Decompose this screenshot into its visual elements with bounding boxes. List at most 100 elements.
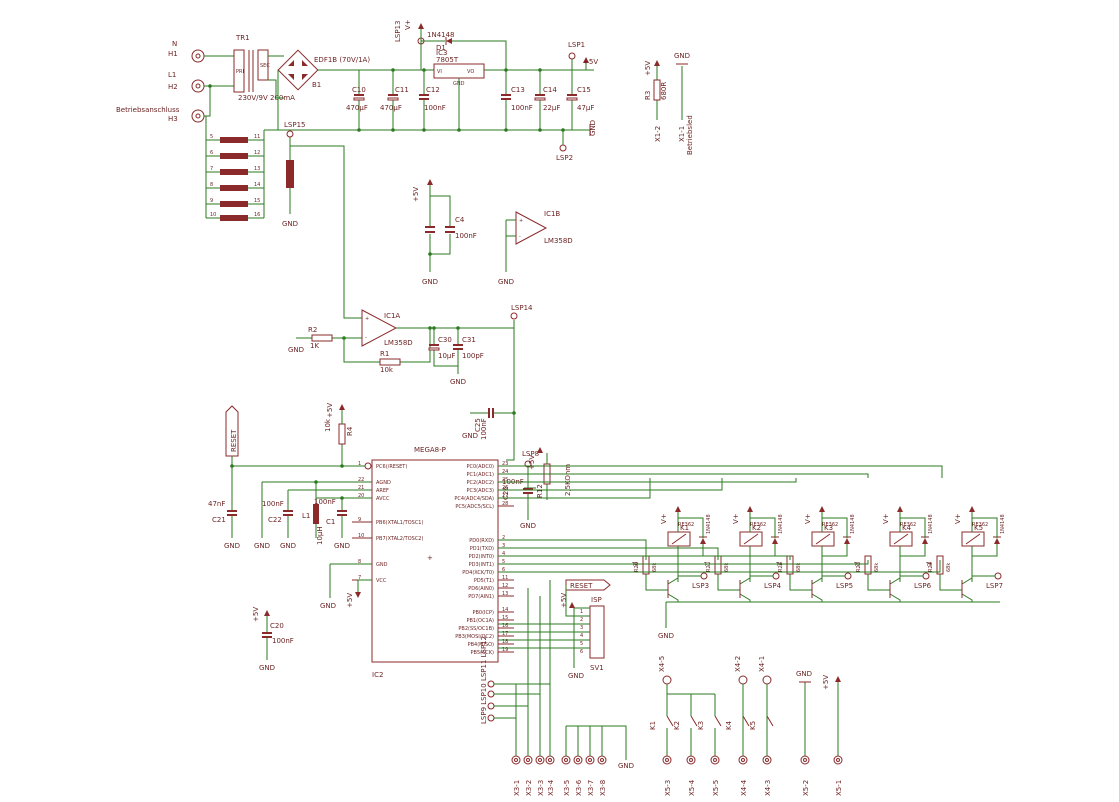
svg-text:LM358D: LM358D	[544, 237, 573, 245]
relay-label: K4	[902, 524, 912, 532]
mcu-pin-name: PC6(/RESET)	[376, 464, 407, 470]
label-betriebsanschluss: Betriebsanschluss	[116, 106, 180, 114]
relay-contact	[766, 715, 774, 727]
mcu-pin-name: PC4(ADC4/SDA)	[454, 496, 494, 502]
svg-text:R23: R23	[778, 562, 784, 572]
testpoint-lsp5[interactable]	[844, 572, 852, 580]
svg-text:4: 4	[580, 633, 583, 639]
svg-text:5: 5	[210, 134, 213, 140]
label-d1: D1	[436, 44, 446, 52]
svg-text:GND: GND	[259, 664, 275, 672]
svg-text:+5V: +5V	[326, 403, 334, 418]
svg-text:GND: GND	[282, 220, 298, 228]
mcu-pin-num: 21	[358, 485, 364, 491]
relay-label: K1	[680, 524, 689, 532]
diode-type: 1N4148	[706, 514, 712, 534]
mcu-pin-num: 9	[358, 517, 361, 523]
relay-contact	[666, 715, 674, 727]
mcu-pin-num: 1	[358, 461, 361, 467]
testpoint-lsp6[interactable]	[922, 572, 930, 580]
isp-connector[interactable]	[589, 605, 605, 659]
svg-text:68k: 68k	[724, 563, 730, 572]
svg-text:GND: GND	[288, 346, 304, 354]
base-resistor	[864, 555, 872, 575]
svg-text:LSP1: LSP1	[568, 41, 585, 49]
mcu-pin-num: 18	[502, 639, 508, 645]
svg-text:C26: C26	[502, 486, 510, 500]
label-ic3: IC3	[436, 49, 447, 57]
diode-type: 1N4148	[928, 514, 934, 534]
mcu-pin-name: PC0(ADC0)	[466, 464, 494, 470]
testpoint-lsp14[interactable]	[510, 312, 518, 320]
svg-text:15: 15	[254, 198, 260, 204]
svg-text:68k: 68k	[874, 563, 880, 572]
svg-text:100nF: 100nF	[314, 498, 336, 506]
svg-text:10k: 10k	[380, 366, 394, 374]
mcu-pin-num: 23	[502, 461, 508, 467]
mcu-pin-name: PB3(MOSI/OC2)	[455, 634, 494, 640]
svg-text:100nF: 100nF	[511, 104, 533, 112]
terminal-label: X5-4	[688, 779, 696, 796]
mcu-pin-name: VCC	[376, 578, 387, 584]
mcu-pin-name: AVCC	[376, 496, 390, 502]
power-led-resistor: +5V R3 680R X1-2 GND X1-1 Betriebsled	[644, 52, 694, 155]
mcu-pin-name: AGND	[376, 480, 391, 486]
svg-text:GND: GND	[422, 278, 438, 286]
mcu-pin-num: 4	[502, 551, 505, 557]
svg-text:X4-1: X4-1	[758, 656, 766, 672]
svg-text:-: -	[519, 234, 521, 240]
svg-text:X1-1: X1-1	[678, 126, 686, 142]
mcu-pin-num: 25	[502, 477, 508, 483]
svg-text:LSP8: LSP8	[522, 450, 539, 458]
svg-text:LSP9 LSP10 LSP11 LSP12: LSP9 LSP10 LSP11 LSP12	[480, 636, 488, 724]
mcu-pin-num: 10	[358, 533, 364, 539]
label-tr1-rating: 230V/9V 200mA	[238, 94, 295, 102]
testpoint-lsp2[interactable]	[559, 144, 567, 152]
terminal-label: X3-2	[525, 780, 533, 796]
mcu-pin-name: PC2(ADC2)	[466, 480, 494, 486]
terminal-label: X3-5	[563, 780, 571, 796]
testpoint-lsp1[interactable]	[568, 52, 576, 60]
svg-text:GND: GND	[254, 542, 270, 550]
mcu-pin-name: GND	[376, 562, 388, 568]
mcu-pin-name: PB5(SCK)	[471, 650, 495, 656]
svg-text:V+: V+	[954, 513, 962, 524]
testpoint-lsp15[interactable]	[286, 130, 294, 138]
svg-text:16: 16	[254, 212, 260, 218]
mcu-pin-num: 8	[358, 559, 361, 565]
testpoint-lsp3[interactable]	[700, 572, 708, 580]
svg-text:10µH: 10µH	[316, 526, 324, 545]
mcu-pin-num: 11	[502, 575, 508, 581]
label-lsp13: LSP13	[394, 21, 402, 42]
svg-text:X1-2: X1-2	[654, 126, 662, 142]
svg-text:100nF: 100nF	[262, 500, 284, 508]
testpoint-lsp7[interactable]	[994, 572, 1002, 580]
svg-text:GND: GND	[618, 762, 634, 770]
mcu-pin-name: AREF	[376, 488, 389, 494]
svg-text:GND: GND	[796, 670, 812, 678]
svg-text:T3: T3	[703, 562, 710, 568]
mcu-pin-name: PD4(XCK/T0)	[462, 570, 494, 576]
svg-text:2,5KOhm: 2,5KOhm	[564, 464, 572, 496]
mcu-pin-name: PD3(INT1)	[469, 562, 494, 568]
svg-text:C12: C12	[426, 86, 440, 94]
svg-text:LSP5: LSP5	[836, 582, 853, 590]
mcu-pin-num: 15	[502, 615, 508, 621]
svg-text:VO: VO	[467, 69, 474, 75]
svg-text:C30: C30	[438, 336, 452, 344]
svg-text:7: 7	[210, 166, 213, 172]
testpoint-lsp4[interactable]	[772, 572, 780, 580]
svg-text:68k: 68k	[946, 563, 952, 572]
svg-text:5: 5	[580, 641, 583, 647]
svg-text:GND: GND	[498, 278, 514, 286]
svg-text:C4: C4	[455, 216, 465, 224]
mcu-pin-num: 16	[502, 623, 508, 629]
svg-text:T3: T3	[631, 562, 638, 568]
svg-text:K2: K2	[673, 721, 681, 730]
svg-text:GND: GND	[280, 542, 296, 550]
svg-text:R20: R20	[634, 562, 640, 572]
relay-contact	[714, 715, 722, 727]
label-h2: H2	[168, 83, 178, 91]
